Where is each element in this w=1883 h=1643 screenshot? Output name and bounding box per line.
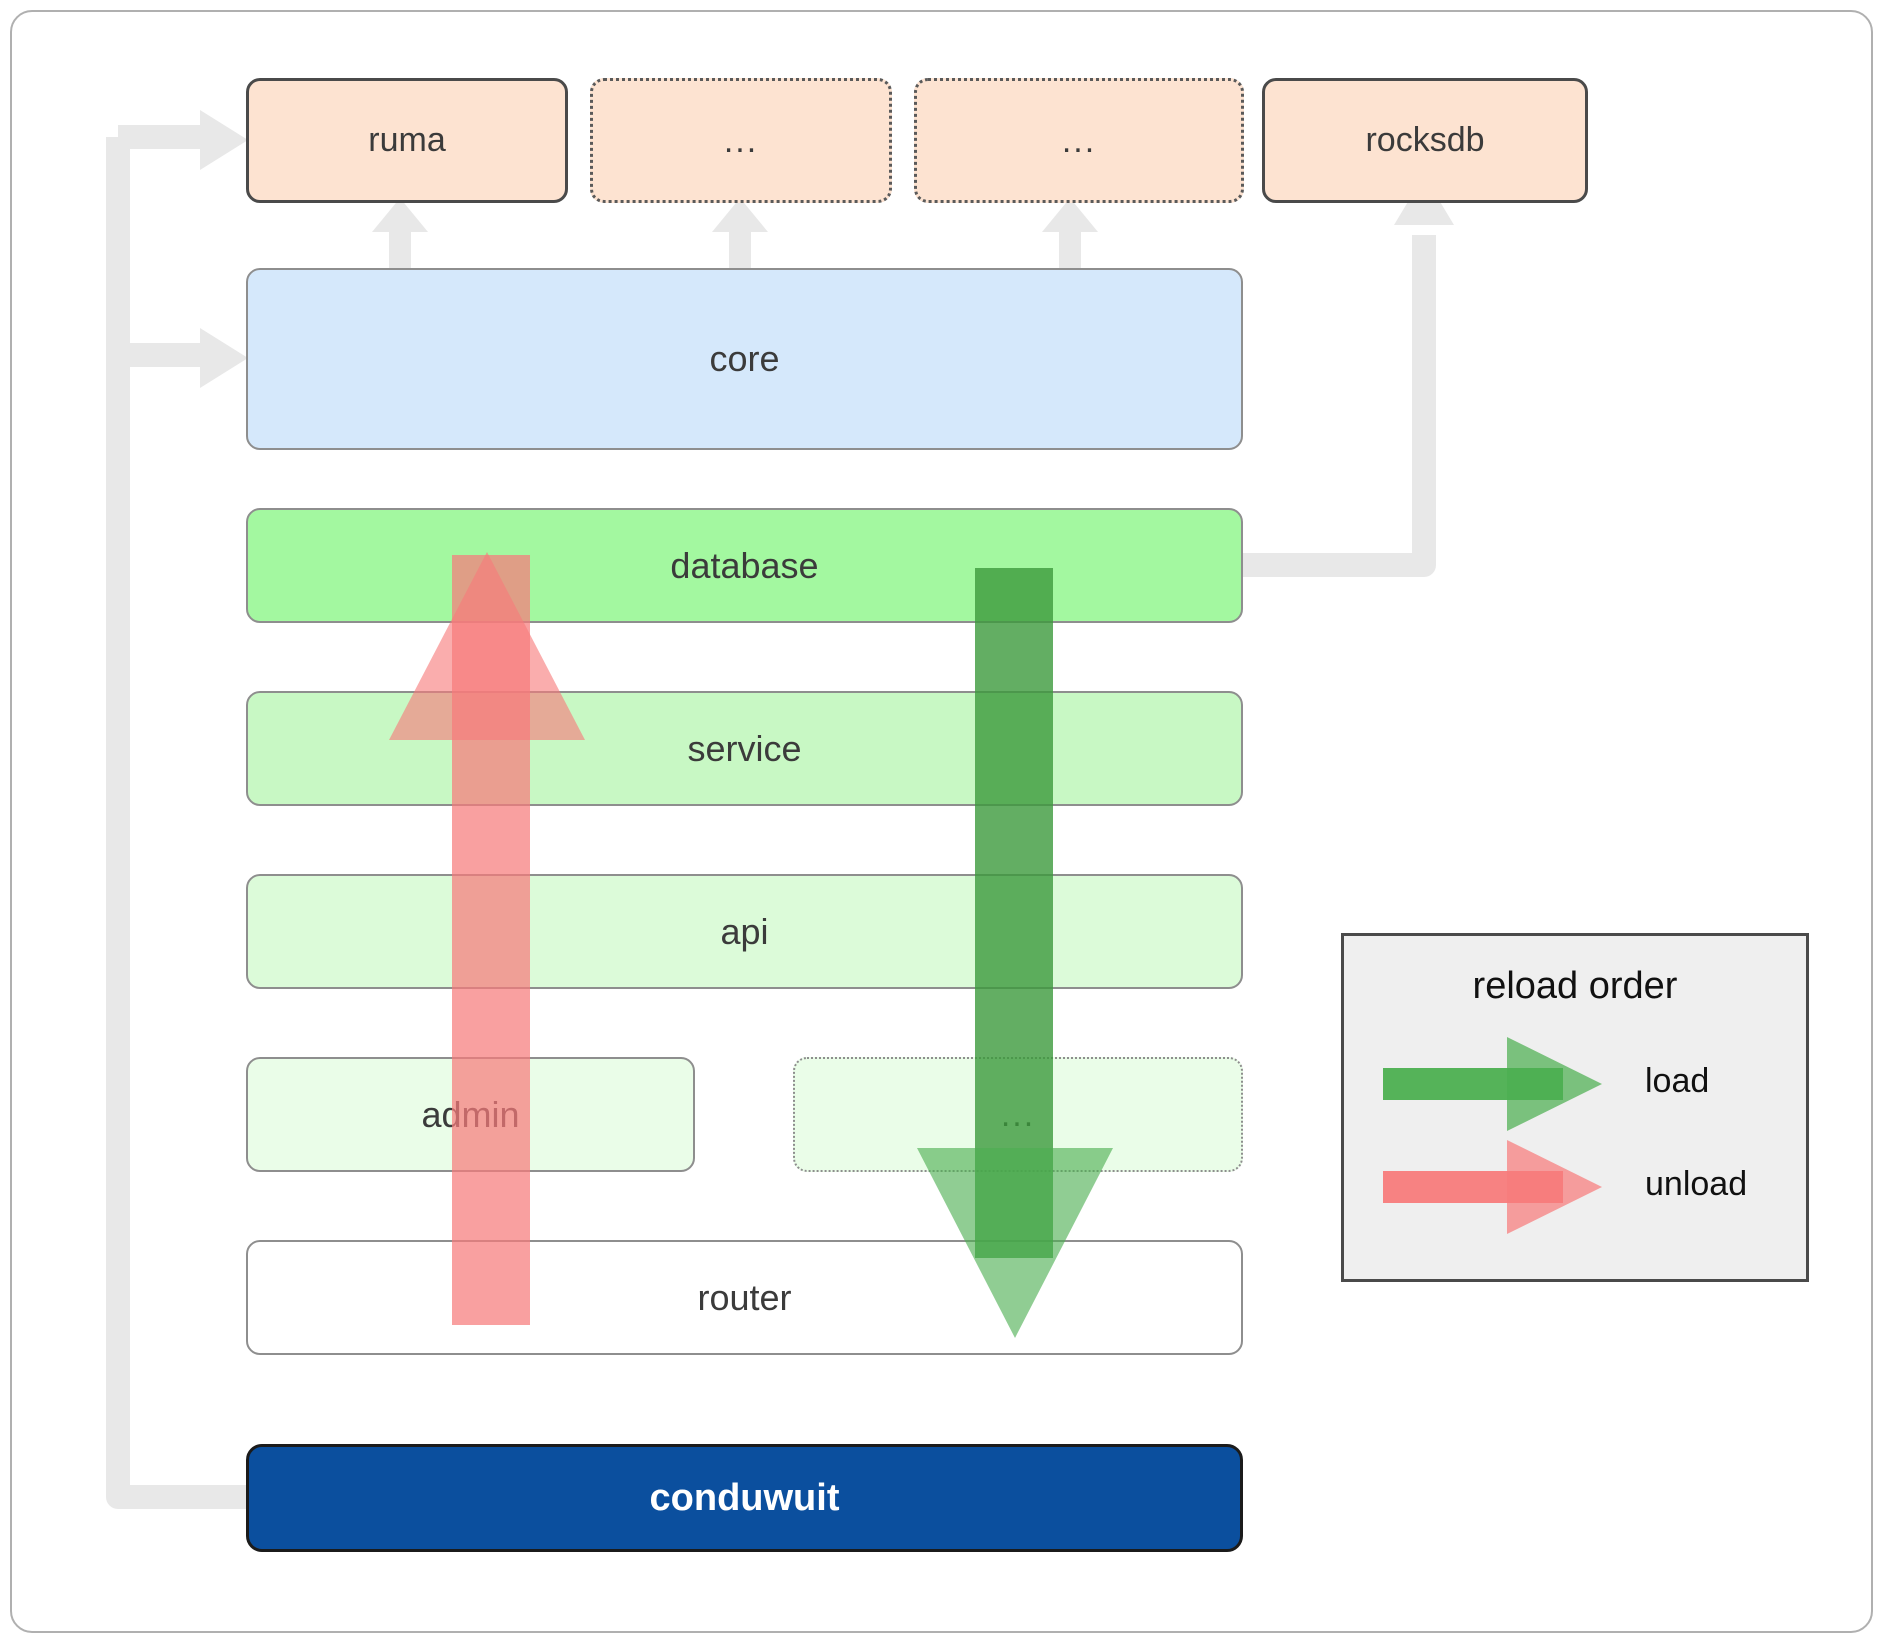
layer-box-api[interactable]: api	[246, 874, 1243, 989]
dependency-box-ruma[interactable]: ruma	[246, 78, 568, 203]
binary-label: conduwuit	[649, 1476, 840, 1519]
layer-label: ...	[1000, 1095, 1036, 1134]
dependency-box-2[interactable]: ...	[590, 78, 892, 203]
legend-label-load: load	[1645, 1062, 1710, 1100]
layer-label: admin	[421, 1093, 520, 1135]
legend-label-unload: unload	[1645, 1165, 1748, 1203]
dependency-box-rocksdb[interactable]: rocksdb	[1262, 78, 1588, 203]
binary-box-conduwuit[interactable]: conduwuit	[246, 1444, 1243, 1552]
layer-box-ellipsis[interactable]: ...	[793, 1057, 1243, 1172]
layer-label: router	[697, 1276, 792, 1318]
layer-box-core[interactable]: core	[246, 268, 1243, 450]
layer-box-router[interactable]: router	[246, 1240, 1243, 1355]
layer-label: api	[720, 910, 769, 952]
diagram-frame	[10, 10, 1873, 1633]
dependency-label: ...	[723, 121, 759, 160]
layer-box-admin[interactable]: admin	[246, 1057, 695, 1172]
layer-label: service	[687, 727, 802, 769]
layer-box-service[interactable]: service	[246, 691, 1243, 806]
layer-label: database	[670, 544, 819, 586]
legend-title: reload order	[1472, 965, 1678, 1007]
dependency-label: ...	[1061, 121, 1097, 160]
dependency-box-3[interactable]: ...	[914, 78, 1244, 203]
layer-box-database[interactable]: database	[246, 508, 1243, 623]
dependency-label: rocksdb	[1365, 121, 1485, 159]
dependency-label: ruma	[368, 121, 446, 159]
layer-label: core	[709, 338, 780, 379]
